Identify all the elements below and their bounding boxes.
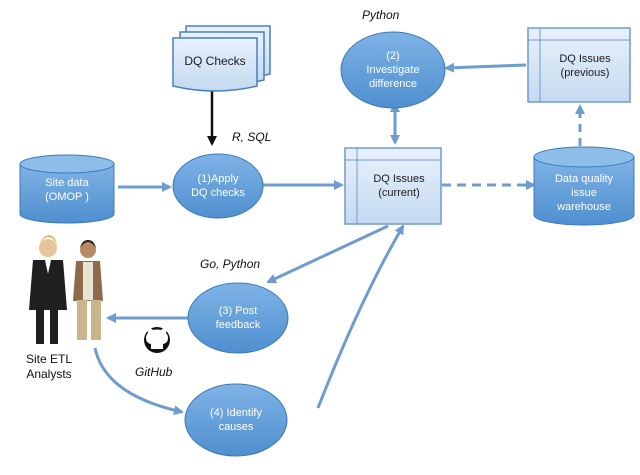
document-stack-icon bbox=[172, 25, 271, 92]
label-python: Python bbox=[362, 8, 400, 22]
label-analysts: Site ETL Analysts bbox=[25, 352, 73, 381]
database-icon bbox=[19, 154, 115, 224]
node-site-data: Site data (OMOP ) bbox=[45, 177, 89, 203]
node-dq-checks: DQ Checks bbox=[184, 54, 246, 68]
node-post-shape bbox=[187, 282, 289, 354]
arrow-previous-to-investigate bbox=[444, 62, 527, 73]
label-go-python: Go, Python bbox=[200, 257, 261, 271]
arrow-current-to-post bbox=[266, 224, 389, 284]
arrow-analysts-to-identify bbox=[93, 347, 184, 416]
github-icon bbox=[144, 327, 170, 353]
node-investigate-shape bbox=[340, 31, 446, 109]
node-identify-causes: (4) Identify causes bbox=[210, 407, 262, 433]
node-dq-issues-current: DQ Issues (current) bbox=[373, 173, 425, 199]
node-post-feedback: (3) Post feedback bbox=[215, 305, 261, 331]
node-dq-issues-previous: DQ Issues (previous) bbox=[559, 53, 611, 79]
node-apply-checks: (1)Apply DQ checks bbox=[191, 173, 245, 199]
node-warehouse: Data quality issue warehouse bbox=[554, 173, 614, 213]
node-current-shape bbox=[344, 147, 442, 225]
node-previous-shape bbox=[527, 27, 631, 103]
label-r-sql: R, SQL bbox=[232, 130, 272, 144]
label-github: GitHub bbox=[135, 365, 173, 379]
people-icon bbox=[29, 235, 103, 344]
arrow-identify-to-current bbox=[316, 224, 405, 409]
database-icon bbox=[533, 146, 635, 226]
node-apply-shape bbox=[172, 153, 264, 219]
node-investigate: (2) Investigate difference bbox=[366, 50, 420, 90]
node-identify-shape bbox=[184, 383, 288, 457]
